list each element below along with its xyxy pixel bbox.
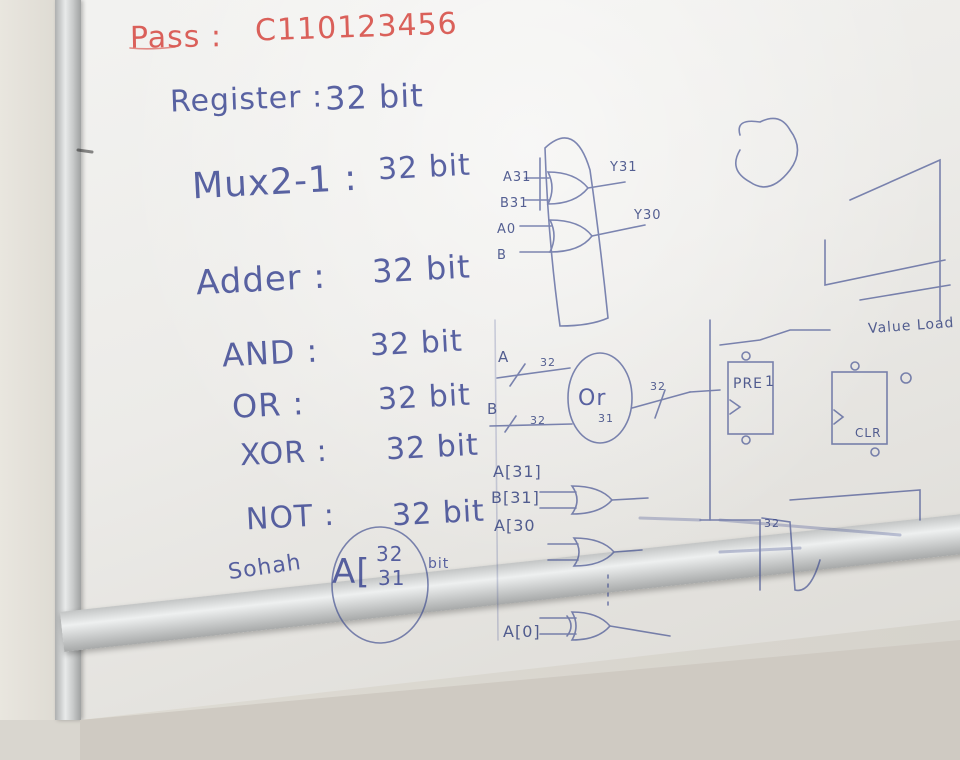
or-bus-width: 32: [650, 380, 666, 393]
mux-label-y30: Y30: [634, 208, 662, 223]
mux-gate-lower: [548, 219, 594, 253]
component-size-shift: bit: [428, 556, 450, 572]
bit-label-a0: A[0]: [503, 622, 541, 641]
mux-enclosure: [544, 137, 609, 327]
mux-label-a0: A0: [497, 222, 517, 237]
mux-label-b31: B31: [500, 196, 529, 211]
or-block-enclosure: [567, 352, 633, 444]
shift-note-bottom: 31: [378, 566, 406, 590]
bit-gate-0: [570, 611, 612, 641]
shift-note-top: 32: [376, 542, 404, 566]
whiteboard-frame-left: [55, 0, 81, 720]
ff-pre-box: [727, 361, 774, 435]
ff-q-label: 1: [765, 374, 775, 390]
marker-drawings: [76, 46, 951, 644]
mux-label-b0: B: [497, 248, 507, 263]
mux-label-a31: A31: [503, 170, 532, 185]
or-input-a-bits: 32: [540, 356, 556, 369]
mux-gate-upper: [546, 171, 590, 205]
bit-gate-31: [570, 485, 614, 515]
bit-label-a31: A[31]: [493, 462, 542, 481]
or-input-a: A: [498, 348, 510, 366]
ff-clr-box: [831, 371, 888, 445]
or-block-sub: 31: [598, 412, 614, 425]
or-input-b: B: [487, 400, 499, 418]
bit-label-b31: B[31]: [491, 488, 540, 507]
or-input-b-bits: 32: [530, 414, 546, 427]
ff-pre-label: PRE: [733, 376, 764, 392]
scribble-cloud: [734, 117, 799, 188]
shift-note-main: A[: [332, 552, 371, 592]
ff-clr-label: CLR: [855, 426, 882, 440]
bit-label-a30: A[30: [494, 516, 536, 535]
bit-gate-30: [572, 537, 616, 567]
or-block-label: Or: [578, 386, 607, 411]
mux-label-y31: Y31: [610, 160, 638, 175]
